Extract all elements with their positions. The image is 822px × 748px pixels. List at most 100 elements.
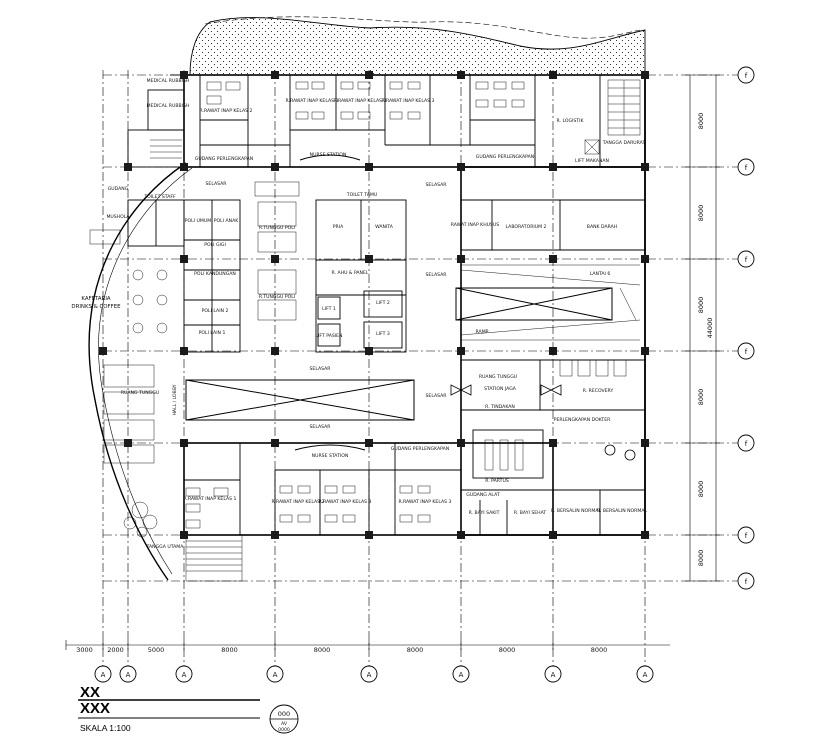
label-wanita: WANITA	[375, 224, 394, 230]
cafeteria-tables	[89, 229, 168, 334]
label-rawat-inap-kelas3-top-b: R.RAWAT INAP KELAS 3	[334, 98, 387, 104]
grid-bubble-row-4	[737, 434, 755, 452]
label-r-ahu-panel: R. AHU & PANEL	[332, 270, 369, 276]
label-selasar-mid: SELASAR	[426, 272, 448, 278]
room-labels: MEDICAL RUBBISH MEDICAL RUBBISH R.RAWAT …	[71, 78, 647, 550]
curved-facade	[88, 162, 187, 581]
structural-column	[641, 163, 649, 171]
dimension-bottom-7: 8000	[591, 646, 608, 654]
ramp	[460, 264, 641, 341]
label-nurse-station-top: NURSE STATION	[310, 152, 347, 158]
grid-bubble-row-0	[737, 66, 755, 84]
structural-column	[457, 531, 465, 539]
structural-column	[457, 439, 465, 447]
structural-column	[549, 439, 557, 447]
label-r-tindakan: R. TINDAKAN	[485, 404, 515, 410]
label-r-tunggu-poli-a: R.TUNGGU POLI	[259, 225, 295, 231]
doors-swing	[450, 384, 636, 461]
structural-column	[124, 439, 132, 447]
structural-column	[549, 163, 557, 171]
structural-column	[549, 531, 557, 539]
grid-bubble-row-label-4: f	[745, 440, 748, 448]
label-lobby: HALL / LOBBY	[172, 384, 178, 415]
top-wing-partitions	[199, 75, 601, 167]
grid-bubble-row-label-5: f	[745, 532, 748, 540]
label-rawat-inap-kelas3-bot-b: R.RAWAT INAP KELAS 3	[399, 499, 452, 505]
recovery-beds	[484, 359, 627, 471]
label-ramp: RAMP	[476, 329, 489, 335]
structural-column	[180, 347, 188, 355]
label-lift-makanan: LIFT MAKANAN	[575, 158, 609, 164]
structural-column	[365, 347, 373, 355]
grid-bubble-row-label-0: f	[745, 72, 748, 80]
label-laboratorium-2: LABORATORIUM 2	[506, 224, 547, 230]
garden-strip	[189, 17, 646, 76]
structural-column	[549, 255, 557, 263]
grid-bubble-row-3	[737, 342, 755, 360]
structural-column	[641, 71, 649, 79]
stairs-left	[150, 139, 182, 159]
label-tangga-darurat: TANGGA DARURAT	[602, 140, 646, 146]
structural-column	[549, 347, 557, 355]
label-nurse-station-bot: NURSE STATION	[312, 453, 349, 459]
label-selasar-center: SELASAR	[310, 366, 332, 372]
atrium-void	[185, 287, 613, 421]
label-poli-lain-2: POLI LAIN 2	[202, 308, 229, 314]
label-lift-1: LIFT 1	[322, 306, 336, 312]
bottom-wing-partitions	[184, 443, 461, 535]
dimension-right-2: 8000	[697, 297, 705, 314]
label-pria: PRIA	[333, 224, 344, 230]
structural-column	[271, 71, 279, 79]
structural-column	[271, 439, 279, 447]
dimension-bottom-6: 8000	[499, 646, 516, 654]
label-selasar-right: SELASAR	[426, 393, 448, 399]
label-gudang-perlengkapan-bot: GUDANG PERLENGKAPAN	[391, 446, 449, 452]
structural-column	[365, 439, 373, 447]
clinic-block	[127, 199, 407, 353]
label-r-bersalin-normal-a: R. BERSALIN NORMAL	[551, 508, 601, 514]
label-poli-lain-1: POLI LAIN 1	[199, 330, 226, 336]
beds-top-wing	[206, 81, 525, 120]
grid-bubble-column-label-4: A	[367, 671, 372, 679]
structural-column	[365, 531, 373, 539]
label-rawat-inap-kelas1-bot: R.RAWAT INAP KELAS 1	[184, 496, 237, 502]
structural-column	[124, 163, 132, 171]
left-service-block	[127, 74, 185, 168]
structural-column	[271, 163, 279, 171]
grid-bubble-column-label-7: A	[643, 671, 648, 679]
grid-bubble-row-label-3: f	[745, 348, 748, 356]
exterior-walls	[183, 74, 646, 536]
section-mark-bottom: 0000	[278, 727, 290, 733]
lift-makanan-box	[584, 139, 600, 155]
grid-bubble-column-4	[360, 665, 378, 683]
grid-bubble-column-7	[636, 665, 654, 683]
label-rawat-inap-khusus: RAWAT INAP KHUSUS	[451, 222, 500, 228]
section-mark-mid: AV	[281, 721, 288, 727]
label-r-bayi-sehat: R. BAYI SEHAT	[514, 510, 547, 516]
dimension-lines	[66, 75, 717, 646]
grid-bubble-row-label-2: f	[745, 256, 748, 264]
label-lift-pasien: LIFT PASIEN	[316, 333, 343, 339]
label-medical-rubbish: MEDICAL RUBBISH	[147, 103, 190, 109]
grid-bubble-column-3	[266, 665, 284, 683]
main-stair	[185, 534, 243, 582]
dimension-right-0: 8000	[697, 113, 705, 130]
structural-column	[180, 255, 188, 263]
nurse-station-top-counter	[299, 154, 361, 161]
grid-bubble-column-0	[94, 665, 112, 683]
grid-bubble-row-label-1: f	[745, 164, 748, 172]
label-r-logistik: R. LOGISTIK	[557, 118, 585, 124]
label-poli-kandungan: POLI KANDUNGAN	[194, 271, 236, 277]
label-gudang-alat: GUDANG ALAT	[466, 492, 500, 498]
label-ruang-tunggu: RUANG TUNGGU	[121, 390, 159, 396]
waiting-chairs	[254, 181, 300, 321]
grid-bubble-row-label-6: f	[745, 578, 748, 586]
label-lantai-6: LANTAI 6	[590, 271, 611, 277]
dimension-bottom-1: 2000	[107, 646, 124, 654]
grid-bubble-column-label-5: A	[459, 671, 464, 679]
structural-column	[365, 163, 373, 171]
structural-column	[271, 255, 279, 263]
label-poli-anak: POLI ANAK	[214, 218, 239, 224]
right-dimensions: 8000800080008000800080004000	[685, 0, 720, 582]
